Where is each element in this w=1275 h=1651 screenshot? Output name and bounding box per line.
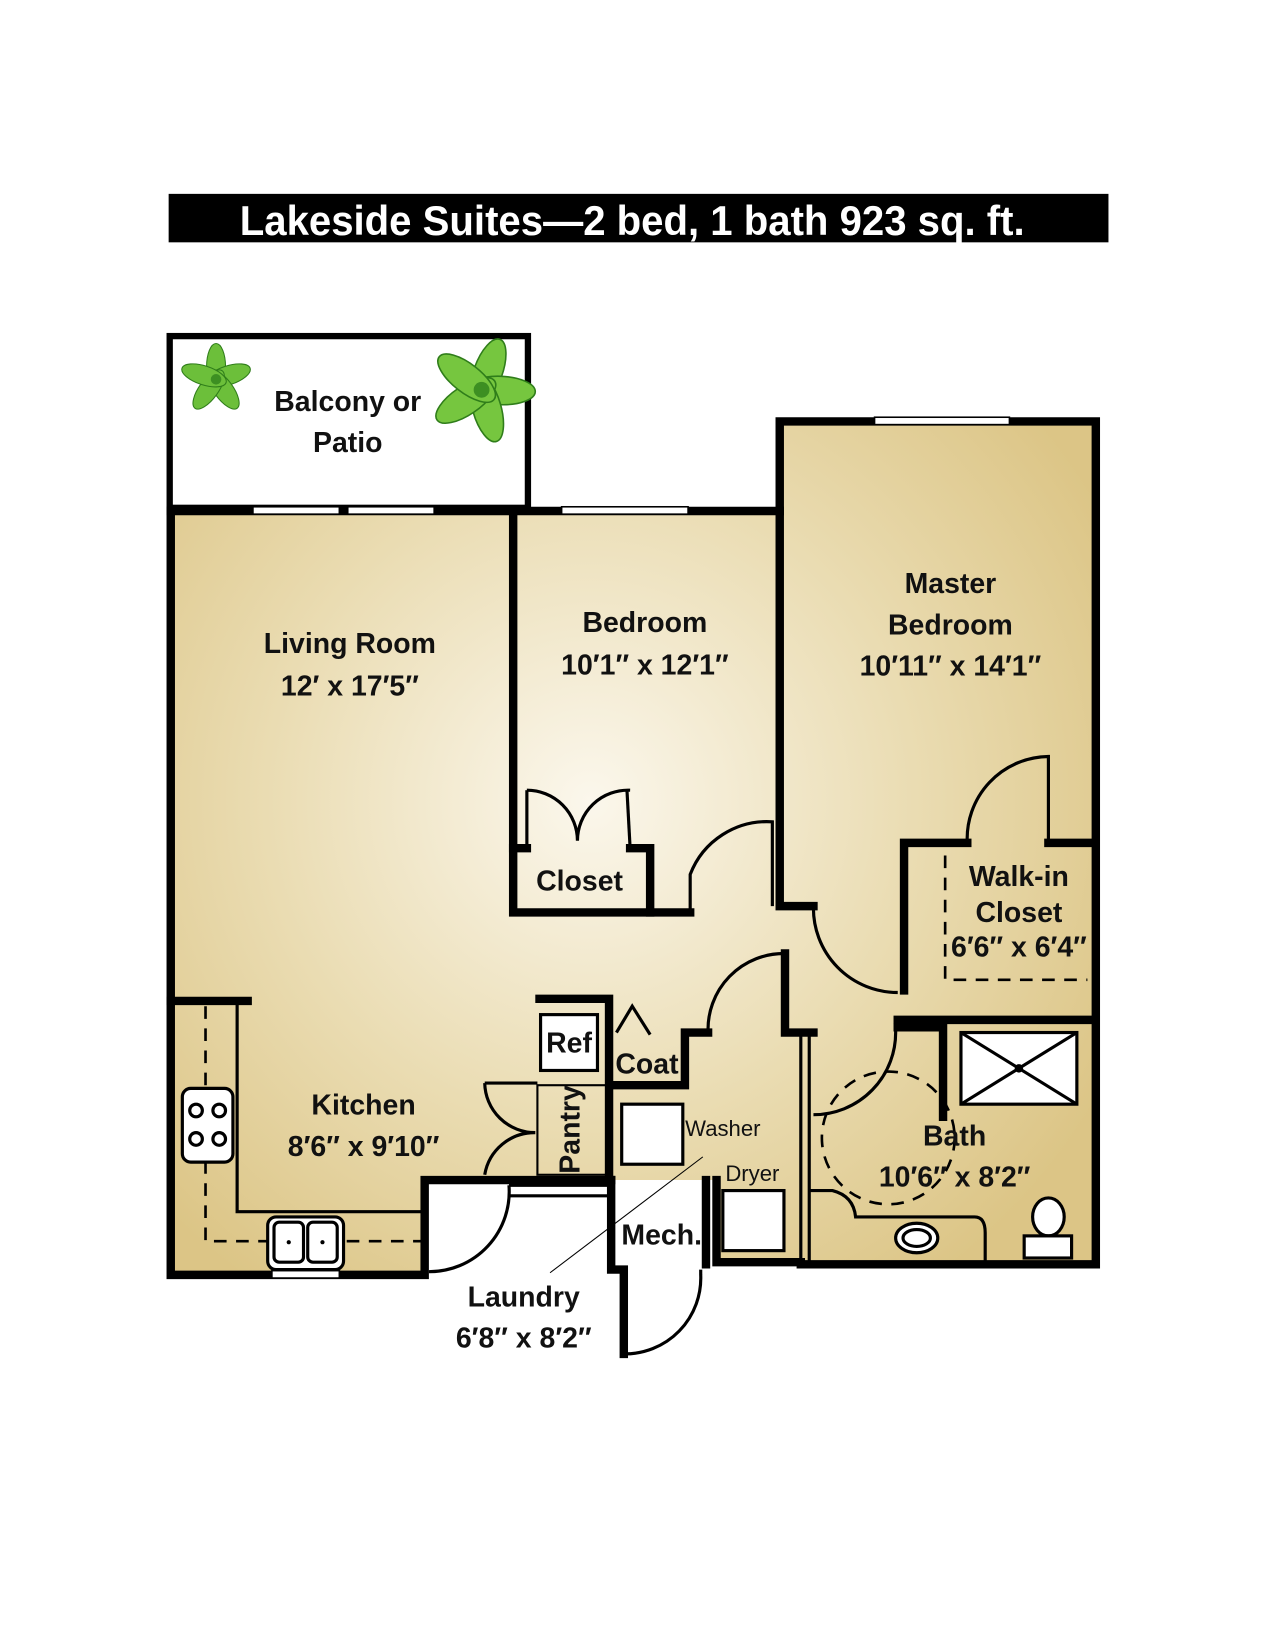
laundry-label: Laundry <box>468 1281 580 1313</box>
pantry <box>536 1084 611 1176</box>
toilet-icon <box>1022 1196 1074 1260</box>
living-room-size: 12′ x 17′5″ <box>281 670 419 702</box>
sink-icon <box>266 1215 346 1272</box>
washer-label: Washer <box>685 1116 760 1141</box>
room-labels: Balcony or Patio Living Room 12′ x 17′5″… <box>264 386 1087 1355</box>
mech-floor <box>611 1180 706 1265</box>
dryer <box>721 1188 786 1253</box>
mech-label: Mech. <box>621 1219 702 1251</box>
closet-label: Closet <box>536 865 623 897</box>
bath-size: 10′6″ x 8′2″ <box>879 1161 1031 1193</box>
washer <box>620 1102 685 1166</box>
turning-circle <box>820 1070 956 1206</box>
balcony-label-2: Patio <box>313 427 383 459</box>
dryer-label: Dryer <box>725 1161 779 1186</box>
kitchen-label: Kitchen <box>311 1090 415 1122</box>
walls <box>166 417 1101 1359</box>
master-size: 10′11″ x 14′1″ <box>860 650 1042 682</box>
plant-icon <box>435 338 537 443</box>
walkin-label-2: Closet <box>975 897 1062 929</box>
kitchen-counter <box>204 1000 425 1243</box>
shower-icon <box>959 1030 1079 1106</box>
master-label-1: Master <box>905 568 997 600</box>
ref-label: Ref <box>546 1028 592 1060</box>
pantry-label: Pantry <box>555 1085 587 1174</box>
balcony-label-1: Balcony or <box>274 386 421 418</box>
plan-title: Lakeside Suites—2 bed, 1 bath 923 sq. ft… <box>240 197 1025 244</box>
master-label-2: Bedroom <box>888 609 1013 641</box>
living-room-label: Living Room <box>264 628 436 660</box>
plant-icon <box>181 342 251 410</box>
laundry-leader-line <box>549 1156 704 1274</box>
stove-icon <box>180 1086 235 1164</box>
door-swing-icon <box>428 754 1050 1356</box>
vanity-counter <box>809 1188 987 1263</box>
coat-label: Coat <box>615 1049 679 1081</box>
laundry-size: 6′8″ x 8′2″ <box>456 1323 592 1355</box>
walkin-size: 6′6″ x 6′4″ <box>951 932 1087 964</box>
title-bar: Lakeside Suites—2 bed, 1 bath 923 sq. ft… <box>168 193 1109 244</box>
kitchen-size: 8′6″ x 9′10″ <box>288 1131 440 1163</box>
bedroom-size: 10′1″ x 12′1″ <box>561 649 729 681</box>
bath-sink-icon <box>894 1221 940 1255</box>
bedroom-label: Bedroom <box>582 607 707 639</box>
walkin-label-1: Walk-in <box>969 861 1069 893</box>
refrigerator <box>538 1013 600 1073</box>
bath-label: Bath <box>923 1120 986 1152</box>
